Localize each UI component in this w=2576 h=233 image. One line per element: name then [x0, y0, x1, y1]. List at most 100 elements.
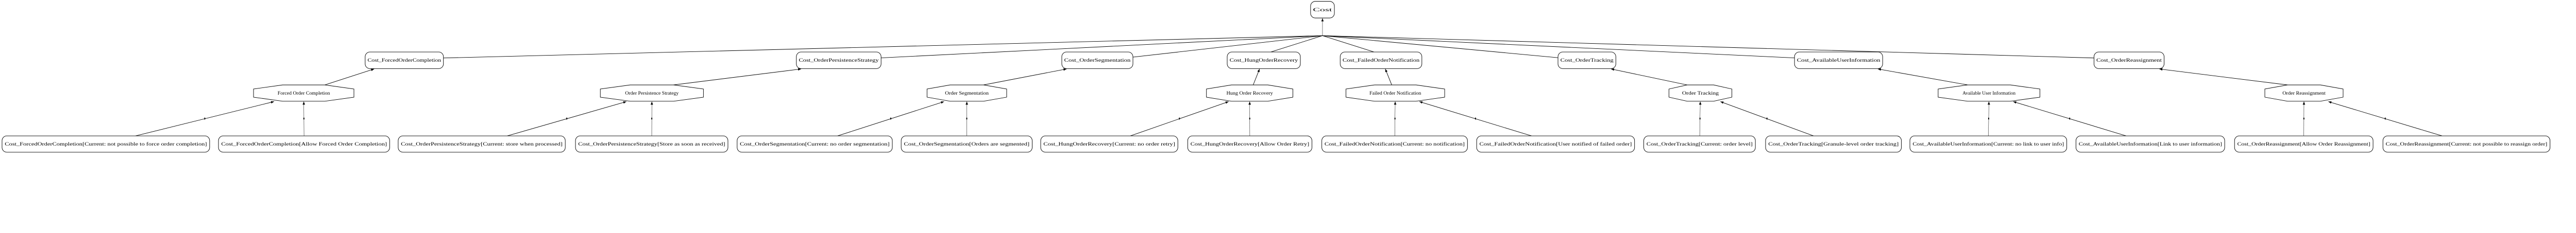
cost-node-label: Cost_OrderReassignment	[2096, 58, 2162, 63]
option-node	[1476, 135, 1635, 153]
option-label: Cost_AvailableUserInformation[Link to us…	[2079, 141, 2222, 147]
root-node-label: Cost	[1313, 7, 1332, 13]
cost-node	[1061, 51, 1133, 69]
feature-octagon	[2264, 84, 2344, 102]
edge-cost-node-to-root	[1270, 35, 1323, 52]
edge-marker	[1179, 117, 1180, 120]
edge-cost-node-to-root	[439, 35, 1323, 59]
option-label: Cost_OrderPersistenceStrategy[Current: s…	[401, 141, 563, 147]
option-node	[1765, 135, 1902, 153]
option-label: Cost_HungOrderRecovery[Current: no order…	[1043, 141, 1175, 147]
option-node	[575, 135, 728, 153]
option-node	[398, 135, 566, 153]
edge-marker	[890, 117, 892, 120]
edge-marker	[204, 117, 206, 120]
edge-marker	[2303, 117, 2304, 120]
edge-feature-to-cost	[1611, 68, 1687, 85]
edge-marker	[1766, 117, 1768, 120]
feature-octagon	[1668, 84, 1733, 102]
feature-octagon	[1206, 84, 1293, 102]
edge-marker	[651, 117, 653, 120]
edge-marker	[2384, 117, 2386, 120]
feature-octagon	[1346, 84, 1445, 102]
option-node	[2075, 135, 2225, 153]
cost-node	[796, 51, 882, 69]
edge-cost-node-to-root	[1322, 35, 1375, 52]
option-label: Cost_OrderTracking[Current: order level]	[1647, 141, 1753, 147]
edge-marker	[1475, 117, 1476, 120]
edge-marker	[566, 117, 568, 120]
option-node	[2, 135, 210, 153]
feature-octagon	[253, 84, 354, 102]
option-node	[901, 135, 1032, 153]
edge-marker	[1394, 117, 1396, 120]
edge-cost-node-to-root	[1322, 35, 1799, 59]
option-label: Cost_OrderReassignment[Allow Order Reass…	[2238, 141, 2370, 147]
option-label: Cost_OrderSegmentation[Current: no order…	[740, 141, 890, 147]
root-node-cost	[1310, 1, 1335, 19]
edge-marker	[1988, 117, 1990, 120]
edge-feature-to-cost	[1877, 68, 1968, 85]
option-node	[2234, 135, 2374, 153]
feature-label: Order Reassignment	[2282, 91, 2326, 96]
feature-octagon	[1938, 84, 2040, 102]
cost-node-label: Cost_OrderTracking	[1561, 58, 1614, 63]
edge-cost-node-to-root	[1322, 35, 1563, 59]
option-node	[1040, 135, 1178, 153]
option-node	[2382, 135, 2551, 153]
option-node	[737, 135, 893, 153]
option-node	[218, 135, 390, 153]
edge-feature-to-cost	[673, 68, 802, 85]
cost-node	[1227, 51, 1301, 69]
feature-octagon	[600, 84, 704, 102]
cost-node	[1340, 51, 1422, 69]
option-label: Cost_OrderTracking[Granule-level order t…	[1768, 141, 1899, 147]
option-node	[1909, 135, 2067, 153]
cost-node	[365, 51, 444, 69]
edge-cost-node-to-root	[877, 35, 1323, 59]
feature-label: Hung Order Recovery	[1226, 91, 1273, 96]
option-label: Cost_FailedOrderNotification[Current: no…	[1325, 141, 1465, 147]
feature-label: Failed Order Notification	[1369, 91, 1421, 96]
edge-feature-to-cost	[2159, 68, 2288, 85]
edge-feature-to-cost	[1253, 68, 1260, 85]
edge-marker	[1249, 117, 1250, 120]
option-label: Cost_OrderReassignment[Current: not poss…	[2386, 141, 2548, 147]
cost-node-label: Cost_FailedOrderNotification	[1343, 58, 1419, 63]
option-label: Cost_OrderPersistenceStrategy[Store as s…	[578, 141, 725, 147]
cost-node	[1794, 51, 1883, 69]
feature-octagon	[926, 84, 1007, 102]
cost-node-label: Cost_HungOrderRecovery	[1230, 58, 1298, 63]
edge-marker	[1699, 117, 1701, 120]
option-label: Cost_HungOrderRecovery[Allow Order Retry…	[1191, 141, 1310, 147]
feature-label: Forced Order Completion	[278, 91, 330, 96]
feature-label: Available User Information	[1962, 91, 2015, 96]
cost-node	[2093, 51, 2164, 69]
cost-node-label: Cost_ForcedOrderCompletion	[367, 58, 441, 63]
option-label: Cost_AvailableUserInformation[Current: n…	[1912, 141, 2064, 147]
option-node	[1321, 135, 1468, 153]
option-label: Cost_FailedOrderNotification[User notifi…	[1479, 141, 1632, 147]
edge-marker	[2069, 117, 2071, 120]
cost-node-label: Cost_AvailableUserInformation	[1797, 58, 1880, 63]
cost-node	[1557, 51, 1616, 69]
edge-marker	[303, 117, 304, 120]
option-label: Cost_ForcedOrderCompletion[Allow Forced …	[221, 141, 387, 147]
edge-cost-node-to-root	[1322, 35, 2098, 59]
edge-cost-node-to-root	[1124, 35, 1323, 59]
edges-layer	[135, 18, 2443, 136]
edge-feature-to-cost	[1385, 68, 1392, 85]
option-node	[1187, 135, 1312, 153]
cost-node-label: Cost_OrderPersistenceStrategy	[799, 58, 878, 63]
edge-marker	[966, 117, 968, 120]
cost-node-label: Cost_OrderSegmentation	[1064, 58, 1131, 63]
feature-label: Order Tracking	[1682, 91, 1719, 96]
option-label: Cost_OrderSegmentation[Orders are segmen…	[904, 141, 1029, 147]
edge-feature-to-cost	[325, 68, 375, 85]
feature-label: Order Segmentation	[945, 91, 989, 96]
option-node	[1643, 135, 1756, 153]
feature-label: Order Persistence Strategy	[625, 91, 679, 96]
edge-feature-to-cost	[984, 68, 1067, 85]
